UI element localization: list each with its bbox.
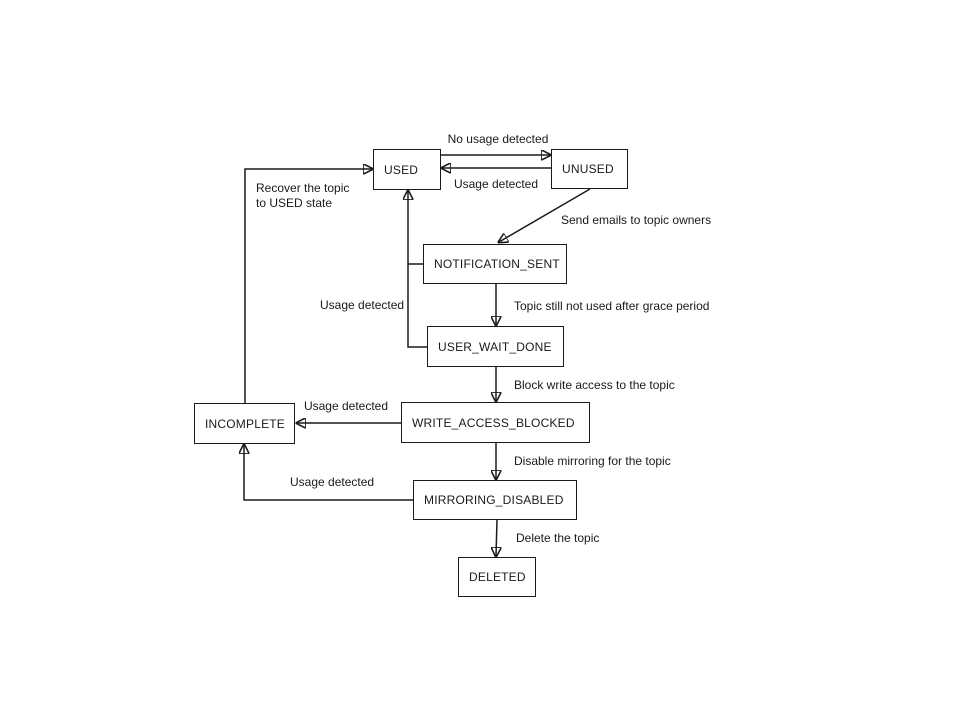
state-node-notification-sent: NOTIFICATION_SENT	[423, 244, 567, 284]
state-node-label: USED	[384, 162, 419, 177]
edge-label-send-emails-to-topic-owners: Send emails to topic owners	[561, 213, 712, 227]
state-node-label: MIRRORING_DISABLED	[424, 493, 564, 507]
state-node-label: USER_WAIT_DONE	[438, 339, 552, 354]
state-node-deleted: DELETED	[458, 557, 536, 597]
edge-label-disable-mirroring: Disable mirroring for the topic	[514, 454, 671, 468]
edge-label-topic-still-not-used: Topic still not used after grace period	[514, 299, 710, 313]
edge-mirroring-disabled-to-incomplete	[244, 445, 413, 501]
edge-label-recover-the-topic: Recover the topic to USED state	[256, 181, 350, 210]
edge-label-usage-detected-write-to-incomplete: Usage detected	[303, 399, 389, 413]
edge-mirroring-disabled-to-deleted	[496, 519, 497, 556]
edge-unused-to-notification-sent	[499, 188, 591, 242]
edge-incomplete-to-used	[244, 169, 372, 403]
edge-label-usage-detected-bracket-to-used: Usage detected	[320, 298, 405, 312]
state-node-user-wait-done: USER_WAIT_DONE	[427, 326, 564, 367]
state-node-mirroring-disabled: MIRRORING_DISABLED	[413, 480, 577, 520]
state-node-used: USED	[373, 149, 441, 190]
state-node-write-access-blocked: WRITE_ACCESS_BLOCKED	[401, 402, 590, 443]
edge-label-block-write-access: Block write access to the topic	[514, 378, 675, 392]
state-node-label: WRITE_ACCESS_BLOCKED	[412, 415, 575, 430]
state-node-label: NOTIFICATION_SENT	[434, 257, 560, 271]
state-node-unused: UNUSED	[551, 149, 628, 189]
state-node-label: UNUSED	[562, 162, 614, 176]
edge-label-no-usage-detected: No usage detected	[447, 132, 549, 146]
state-node-label: DELETED	[469, 570, 526, 584]
edge-bracket-to-used	[408, 191, 427, 348]
edge-label-usage-detected-unused-to-used: Usage detected	[453, 177, 539, 191]
edge-label-usage-detected-mirroring-to-incomplete: Usage detected	[290, 475, 375, 489]
state-node-incomplete: INCOMPLETE	[194, 403, 295, 444]
state-node-label: INCOMPLETE	[205, 416, 286, 431]
edge-label-delete-the-topic: Delete the topic	[516, 531, 600, 545]
